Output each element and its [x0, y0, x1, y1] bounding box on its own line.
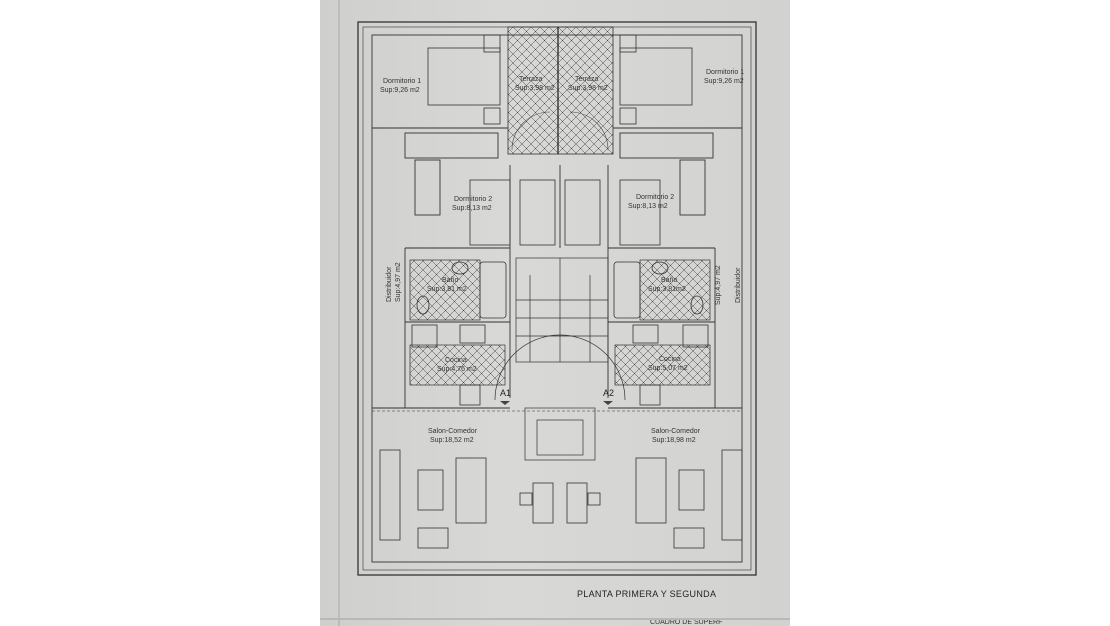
furniture-beds — [427, 34, 693, 246]
paper-fold-horizontal — [320, 618, 790, 620]
entrance-markers: A1 A2 — [500, 388, 614, 405]
room-name-right-bath: Baño — [661, 277, 677, 284]
room-name-left-dorm2: Dormitorio 2 — [454, 196, 492, 203]
room-area-right-kitchen: Sup:5,07 m2 — [648, 365, 688, 372]
room-area-left-dist: Sup:4,97 m2 — [395, 262, 402, 302]
room-area-left-bath: Sup:3,81 m2 — [427, 286, 467, 293]
room-area-left-dorm1: Sup:9,26 m2 — [380, 87, 420, 94]
room-name-right-kitchen: Cocina — [659, 356, 681, 363]
room-name-left-dorm1: Dormitorio 1 — [383, 78, 421, 85]
arrow-down-icon — [500, 401, 510, 405]
arrow-down-icon — [603, 401, 613, 405]
room-name-right-dist: Distribuidor — [735, 267, 742, 303]
room-name-left-terrace: Terraza — [519, 76, 542, 83]
furniture-kitchen — [411, 324, 709, 406]
staircase — [494, 257, 626, 461]
plan-title: PLANTA PRIMERA Y SEGUNDA — [577, 589, 716, 599]
room-name-right-dorm2: Dormitorio 2 — [636, 194, 674, 201]
marker-a1: A1 — [500, 388, 511, 398]
room-name-right-dorm1: Dormitorio 1 — [706, 69, 744, 76]
room-name-left-dist: Distribuidor — [386, 266, 393, 302]
room-labels: Dormitorio 1 Sup:9,26 m2 Dormitorio 1 Su… — [380, 69, 744, 444]
room-name-left-bath: Baño — [442, 277, 458, 284]
room-area-right-bath: Sup:3,81m2 — [648, 286, 686, 293]
room-name-right-terrace: Terraza — [575, 76, 598, 83]
footer-fragment: CUADRO DE SUPERF — [650, 619, 722, 626]
room-name-left-living: Salon-Comedor — [428, 428, 478, 435]
paper-fold-vertical — [338, 0, 340, 626]
marker-a2: A2 — [603, 388, 614, 398]
room-area-left-terrace: Sup:3,98 m2 — [515, 85, 555, 92]
room-area-left-dorm2: Sup:8,13 m2 — [452, 205, 492, 212]
room-name-right-living: Salon-Comedor — [651, 428, 701, 435]
room-area-right-dorm2: Sup:8,13 m2 — [628, 203, 668, 210]
furniture-bathroom — [416, 261, 704, 319]
room-name-left-kitchen: Cocina — [445, 357, 467, 364]
room-area-right-dorm1: Sup:9,26 m2 — [704, 78, 744, 85]
room-area-left-living: Sup:18,52 m2 — [430, 437, 474, 444]
room-area-right-living: Sup:18,98 m2 — [652, 437, 696, 444]
room-area-right-terrace: Sup:3,98 m2 — [568, 85, 608, 92]
terrace-area — [507, 26, 614, 155]
furniture-living — [379, 449, 743, 549]
room-area-right-dist: Sup:4,97 m2 — [715, 265, 722, 305]
wet-areas — [409, 259, 711, 386]
room-area-left-kitchen: Sup:4,76 m2 — [437, 366, 477, 373]
